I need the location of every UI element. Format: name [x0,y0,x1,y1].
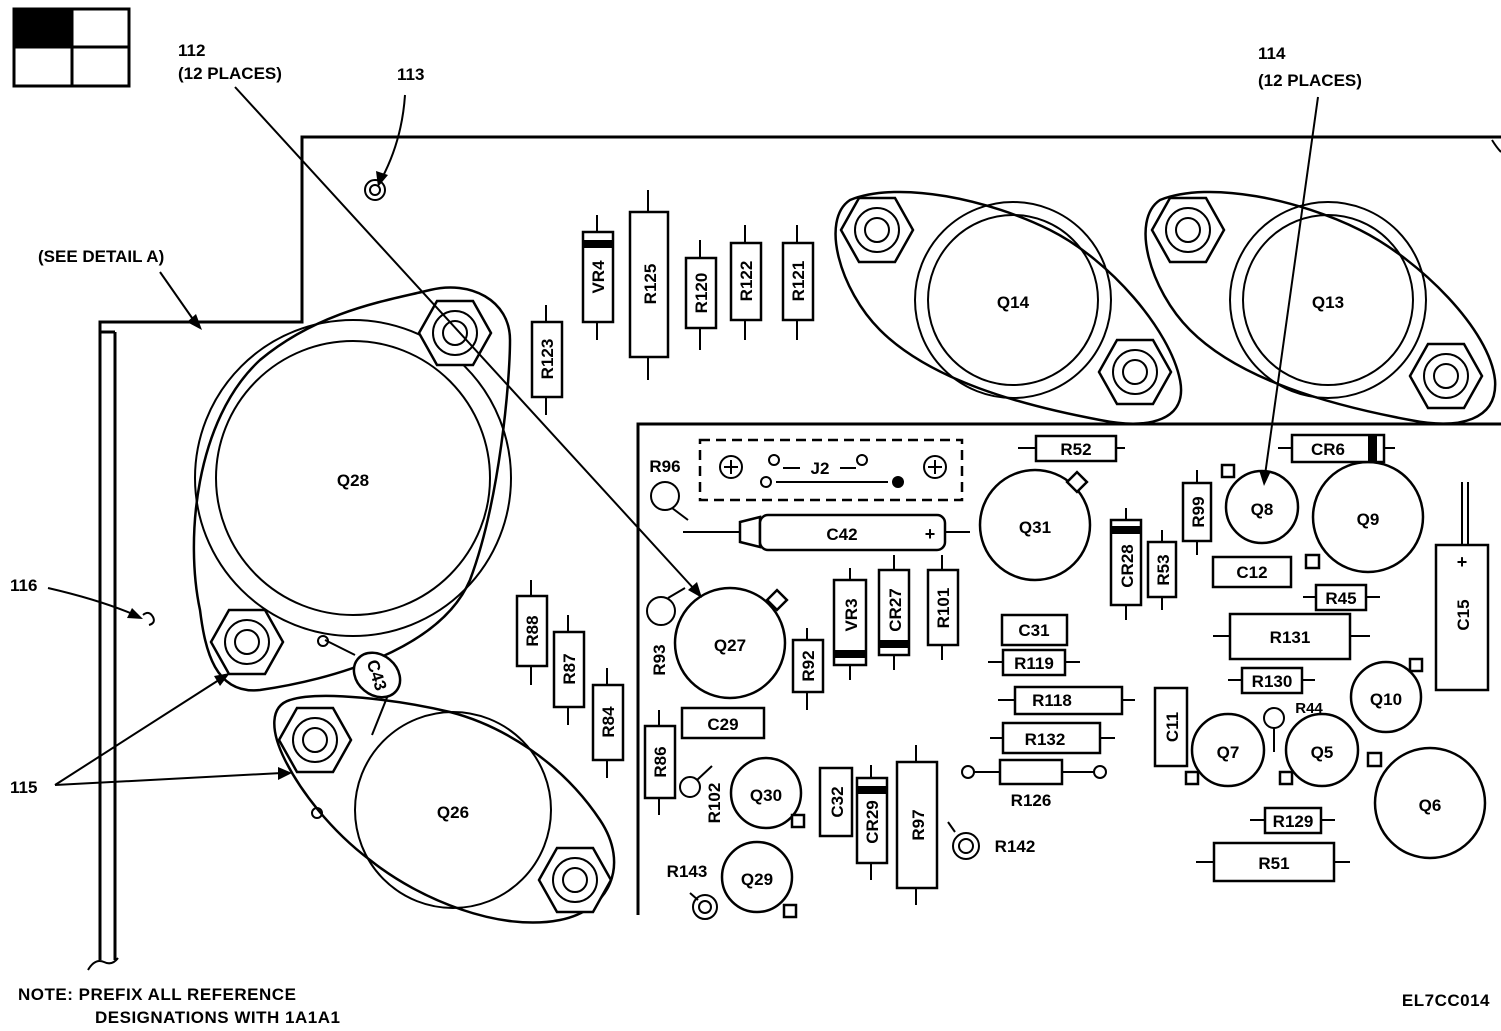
q26-label: Q26 [437,803,469,822]
svg-text:R129: R129 [1273,812,1314,831]
svg-text:R120: R120 [692,273,711,314]
svg-text:CR6: CR6 [1311,440,1345,459]
svg-text:R53: R53 [1154,554,1173,585]
see-detail-a: (SEE DETAIL A) [38,247,164,266]
callout-114-places: (12 PLACES) [1258,71,1362,90]
svg-text:R123: R123 [538,339,557,380]
callout-115: 115 [10,778,37,797]
svg-text:R142: R142 [995,837,1036,856]
svg-text:R121: R121 [789,261,808,302]
figure-id: EL7CC014 [1402,991,1490,1010]
transistor-q14: Q14 [834,190,1183,425]
note-line-2: DESIGNATIONS WITH 1A1A1 [95,1008,340,1027]
svg-text:R126: R126 [1011,791,1052,810]
callout-112: 112 [178,41,205,60]
svg-text:R45: R45 [1325,589,1356,608]
svg-text:C42: C42 [826,525,857,544]
svg-text:C31: C31 [1018,621,1049,640]
q8-label: Q8 [1251,500,1274,519]
svg-text:R132: R132 [1025,730,1066,749]
svg-text:R86: R86 [651,746,670,777]
svg-text:R51: R51 [1258,854,1289,873]
svg-text:R122: R122 [737,261,756,302]
svg-text:R130: R130 [1252,672,1293,691]
svg-text:C29: C29 [707,715,738,734]
svg-text:R96: R96 [649,457,680,476]
pots: R96 R93 R102 R143 R142 R44 [646,457,1323,920]
svg-text:CR29: CR29 [863,800,882,843]
svg-text:CR28: CR28 [1118,544,1137,587]
svg-text:C12: C12 [1236,563,1267,582]
locator-grid [12,7,131,88]
svg-text:R119: R119 [1014,654,1054,673]
svg-text:+: + [1457,552,1468,572]
callout-113: 113 [397,65,424,84]
leader-lines [47,86,1319,786]
capacitor-c43: C43 [324,639,402,736]
q9-label: Q9 [1357,510,1380,529]
notes: NOTE: PREFIX ALL REFERENCE DESIGNATIONS … [18,985,1490,1027]
transistor-q13: Q13 [1144,190,1497,425]
svg-text:R44: R44 [1295,700,1323,717]
svg-text:R52: R52 [1060,440,1091,459]
q28-label: Q28 [337,471,369,490]
svg-text:R102: R102 [705,783,724,824]
svg-text:R92: R92 [799,650,818,681]
q5-label: Q5 [1311,743,1334,762]
hex-nuts [209,179,1484,914]
q27-label: Q27 [714,636,746,655]
q30-label: Q30 [750,786,782,805]
callout-114: 114 [1258,44,1286,63]
callout-112-places: (12 PLACES) [178,64,282,83]
svg-text:R143: R143 [667,862,708,881]
q13-label: Q13 [1312,293,1344,312]
svg-text:R131: R131 [1270,628,1311,647]
q31-label: Q31 [1019,518,1051,537]
svg-text:R93: R93 [650,644,669,675]
svg-text:R84: R84 [599,706,618,738]
svg-text:R118: R118 [1032,691,1072,710]
connector-j2: J2 [698,438,964,502]
svg-text:R97: R97 [909,809,928,840]
q10-label: Q10 [1370,690,1402,709]
svg-text:C11: C11 [1163,712,1182,742]
note-line-1: NOTE: PREFIX ALL REFERENCE [18,985,296,1004]
transistor-q26: Q26 [273,694,616,924]
board-outline [87,135,1501,971]
svg-text:C32: C32 [828,786,847,817]
svg-text:R125: R125 [641,264,660,305]
svg-text:R88: R88 [523,615,542,646]
callouts: 112 (12 PLACES) 113 114 (12 PLACES) (SEE… [10,41,1362,797]
q29-label: Q29 [741,870,773,889]
svg-text:+: + [925,524,936,544]
q7-label: Q7 [1217,743,1240,762]
svg-text:R87: R87 [560,653,579,684]
svg-text:J2: J2 [811,459,830,478]
svg-text:R99: R99 [1189,496,1208,527]
q14-label: Q14 [997,293,1030,312]
svg-text:VR4: VR4 [589,260,608,294]
callout-116: 116 [10,576,37,595]
horizontal-components: R52 CR6 C42 + C12 R45 R131 R130 C31 R11 [680,433,1395,883]
transistor-q28: Q28 [192,286,512,692]
svg-text:R101: R101 [934,588,953,629]
svg-text:VR3: VR3 [842,598,861,631]
svg-text:CR27: CR27 [886,588,905,631]
vertical-components: R125 VR4 R120 R122 R121 R123 R88 R87 R84 [515,190,1490,905]
svg-text:C15: C15 [1454,599,1473,630]
q6-label: Q6 [1419,796,1442,815]
